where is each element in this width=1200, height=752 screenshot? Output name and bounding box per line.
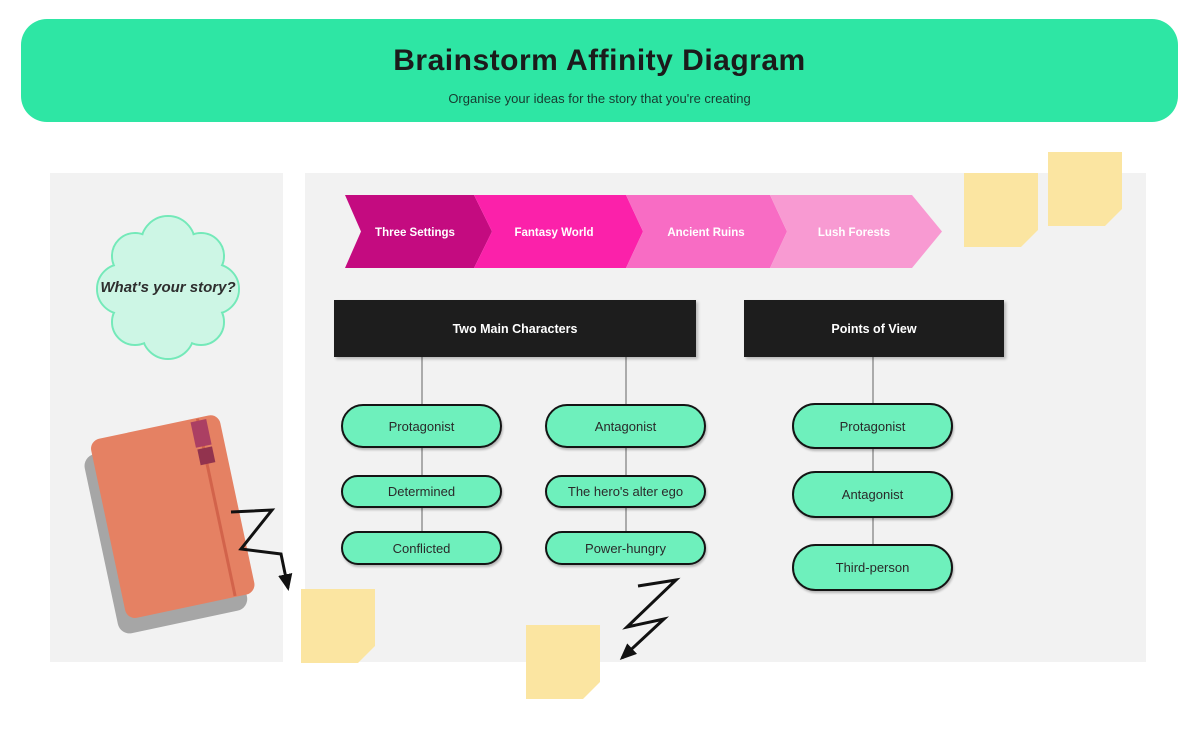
connector-line [872, 449, 874, 471]
sticky-note[interactable] [964, 173, 1038, 247]
chevron-segment-1[interactable] [345, 195, 492, 268]
connector-line [625, 357, 627, 404]
connector-line [625, 448, 627, 475]
connector-line [421, 448, 423, 475]
idea-node-protagonist[interactable]: Protagonist [341, 404, 502, 448]
idea-node-antagonist[interactable]: Antagonist [545, 404, 706, 448]
page-title: Brainstorm Affinity Diagram [393, 44, 806, 77]
chevron-segment-3[interactable] [626, 195, 787, 268]
connector-line [872, 518, 874, 544]
idea-node-alter-ego[interactable]: The hero's alter ego [545, 475, 706, 508]
notebook-icon[interactable] [68, 395, 278, 635]
connector-line [872, 357, 874, 403]
idea-node-pov-protagonist[interactable]: Protagonist [792, 403, 953, 449]
chevron-label-3: Ancient Ruins [667, 227, 744, 239]
page-subtitle: Organise your ideas for the story that y… [448, 91, 751, 106]
chevron-label-2: Fantasy World [514, 227, 593, 239]
category-header-two-main-characters[interactable]: Two Main Characters [334, 300, 696, 357]
chevron-segment-4[interactable] [770, 195, 942, 268]
category-header-points-of-view[interactable]: Points of View [744, 300, 1004, 357]
idea-node-power-hungry[interactable]: Power-hungry [545, 531, 706, 565]
idea-node-determined[interactable]: Determined [341, 475, 502, 508]
connector-line [421, 357, 423, 404]
connector-line [625, 508, 627, 531]
settings-chevron-banner[interactable]: Three Settings Fantasy World Ancient Rui… [345, 195, 942, 268]
connector-line [421, 508, 423, 531]
idea-node-third-person[interactable]: Third-person [792, 544, 953, 591]
sticky-note[interactable] [301, 589, 375, 663]
sticky-note[interactable] [1048, 152, 1122, 226]
idea-node-conflicted[interactable]: Conflicted [341, 531, 502, 565]
thought-bubble-text: What's your story? [100, 278, 236, 296]
chevron-label-4: Lush Forests [818, 227, 890, 239]
chevron-label-1: Three Settings [375, 227, 455, 239]
thought-bubble[interactable]: What's your story? [88, 207, 248, 367]
cloud-shape-icon [96, 215, 240, 360]
idea-node-pov-antagonist[interactable]: Antagonist [792, 471, 953, 518]
chevron-segment-2[interactable] [474, 195, 643, 268]
sticky-note[interactable] [526, 625, 600, 699]
title-banner[interactable]: Brainstorm Affinity Diagram Organise you… [21, 19, 1178, 122]
